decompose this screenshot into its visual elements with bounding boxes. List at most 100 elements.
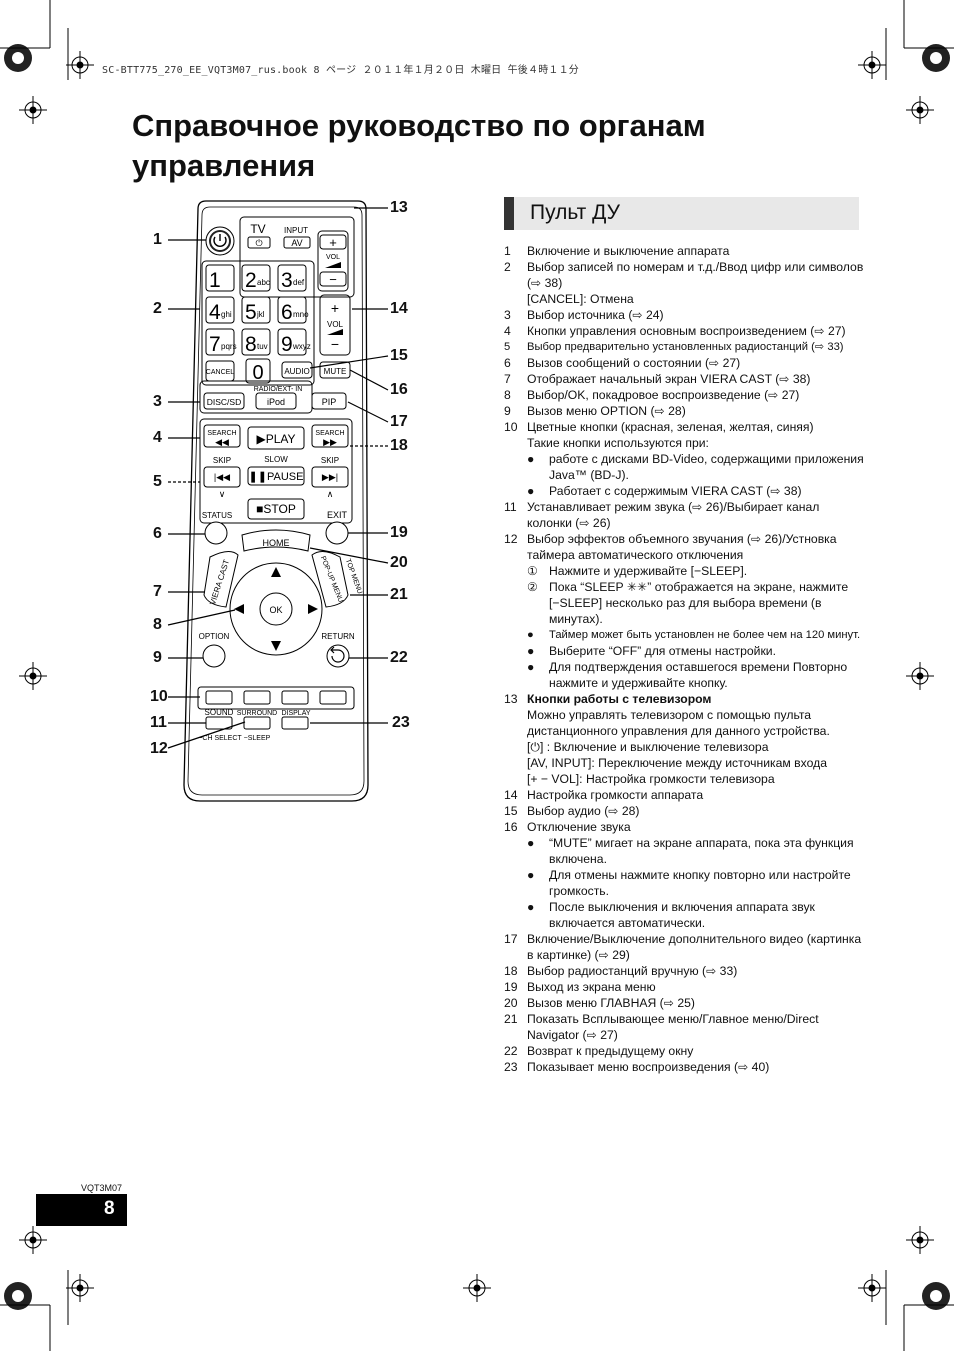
tv-vol-minus-label: − bbox=[329, 272, 337, 287]
callout-1: 1 bbox=[153, 231, 162, 248]
callout-5: 5 bbox=[153, 473, 162, 490]
key-5-digit: 5 bbox=[245, 301, 257, 324]
description-item-line: Отображает начальный экран VIERA CAST (⇨… bbox=[527, 372, 811, 386]
tv-vol-minus-button bbox=[319, 271, 347, 287]
pause-button bbox=[247, 466, 305, 486]
description-sub-item: ●После выключения и включения аппарата з… bbox=[527, 899, 864, 931]
description-item-line: Выбор аудио (⇨ 28) bbox=[527, 804, 640, 818]
description-sub-item: ● “MUTE” мигает на экране аппарата, пока … bbox=[527, 835, 864, 867]
description-item-body: Вызов сообщений о состоянии (⇨ 27) bbox=[527, 355, 864, 371]
file-header-line: SC-BTT775_270_EE_VQT3M07_rus.book 8 ページ … bbox=[102, 65, 579, 76]
description-item-line: [⏻] : Включение и выключение телевизора bbox=[527, 740, 769, 754]
description-item-body: Выбор эффектов объемного звучания (⇨ 26)… bbox=[527, 531, 864, 691]
description-sub-item-text: Пока “SLEEP ✳✳” отображается на экране, … bbox=[549, 580, 849, 626]
key-3-letters: def bbox=[293, 278, 305, 287]
key-3-digit: 3 bbox=[281, 269, 293, 292]
key-1 bbox=[205, 264, 235, 292]
search-forward-button bbox=[311, 424, 349, 448]
power-button bbox=[205, 226, 235, 256]
description-item-line: Можно управлять телевизором с помощью пу… bbox=[527, 708, 830, 738]
viera-cast-button bbox=[203, 551, 239, 608]
page-title: Справочное руководство по органам управл… bbox=[132, 106, 832, 186]
description-sub-item: ●Выберите “OFF” для отмены настройки. bbox=[527, 643, 864, 659]
description-item-body: Выход из экрана меню bbox=[527, 979, 864, 995]
callout-10: 10 bbox=[150, 688, 168, 705]
description-sub-item-text: Для отмены нажмите кнопку повторно или н… bbox=[549, 868, 851, 898]
tv-vol-plus-button bbox=[319, 234, 347, 250]
option-label: OPTION bbox=[199, 632, 230, 641]
corner-crop-mark bbox=[922, 1282, 950, 1310]
description-item-number: 16 bbox=[504, 820, 518, 834]
callout-13: 13 bbox=[390, 199, 408, 216]
description-item-line: Показывает меню воспроизведения (⇨ 40) bbox=[527, 1060, 770, 1074]
corner-crop-mark bbox=[4, 44, 32, 72]
key-9-digit: 9 bbox=[281, 333, 293, 356]
arrow-down-icon bbox=[271, 641, 281, 651]
description-item-number: 9 bbox=[504, 404, 511, 418]
tv-vol-plus-label: + bbox=[329, 235, 337, 250]
description-item-body: Выбор записей по номерам и т.д./Ввод циф… bbox=[527, 259, 864, 307]
callout-17: 17 bbox=[390, 413, 408, 430]
section-header: Пульт ДУ bbox=[504, 197, 859, 230]
stop-button bbox=[247, 498, 305, 520]
mute-label: MUTE bbox=[324, 367, 347, 376]
search-rewind-button bbox=[203, 424, 241, 448]
callout-18: 18 bbox=[390, 437, 408, 454]
registration-mark bbox=[463, 1274, 491, 1302]
pip-button bbox=[311, 392, 347, 410]
display-label: DISPLAY bbox=[281, 710, 310, 717]
section-header-bar bbox=[504, 197, 514, 230]
registration-mark bbox=[19, 1226, 47, 1254]
description-item-number: 22 bbox=[504, 1044, 518, 1058]
bullet-marker: ● bbox=[527, 836, 535, 850]
description-item-body: Выбор источника (⇨ 24) bbox=[527, 307, 864, 323]
pause-label: ❚❚PAUSE bbox=[249, 471, 304, 483]
ch-select-label: −CH SELECT bbox=[198, 735, 242, 742]
surround-button bbox=[243, 716, 271, 730]
status-button bbox=[204, 521, 228, 545]
callout-4: 4 bbox=[153, 429, 162, 446]
description-item-number: 3 bbox=[504, 308, 511, 322]
description-item-body: Кнопки управления основным воспроизведен… bbox=[527, 323, 864, 339]
popup-menu-button bbox=[311, 551, 349, 608]
description-item-number: 8 bbox=[504, 388, 511, 402]
description-item-18: 18 Выбор радиостанций вручную (⇨ 33) bbox=[504, 963, 864, 979]
description-item-body: Выбор/OK, покадровое воспроизведение (⇨ … bbox=[527, 387, 864, 403]
description-item-line: Включение/Выключение дополнительного вид… bbox=[527, 932, 862, 962]
callout-6: 6 bbox=[153, 525, 162, 542]
search-rewind-label: SEARCH bbox=[207, 430, 236, 437]
description-item-body: Выбор аудио (⇨ 28) bbox=[527, 803, 864, 819]
skip-forward-icon: ▶▶| bbox=[322, 472, 338, 482]
description-item-number: 14 bbox=[504, 788, 518, 802]
key-3 bbox=[277, 264, 307, 292]
disc-sd-label: DISC/SD bbox=[207, 397, 241, 407]
description-item-8: 8 Выбор/OK, покадровое воспроизведение (⇨… bbox=[504, 387, 864, 403]
surround-label: SURROUND bbox=[237, 710, 277, 717]
registration-mark bbox=[66, 51, 94, 79]
description-item-line: Выбор источника (⇨ 24) bbox=[527, 308, 664, 322]
description-item-body: Включение и выключение аппарата bbox=[527, 243, 864, 259]
bullet-marker: ● bbox=[527, 868, 535, 882]
ipod-button bbox=[255, 392, 297, 410]
callout-3: 3 bbox=[153, 393, 162, 410]
description-item-body: Включение/Выключение дополнительного вид… bbox=[527, 931, 864, 963]
remote-control-diagram: .ln { stroke:#000; fill:none; } .btn { s… bbox=[183, 200, 369, 802]
key-7-digit: 7 bbox=[209, 333, 221, 356]
callout-16: 16 bbox=[390, 381, 408, 398]
registration-mark bbox=[19, 662, 47, 690]
skip-back-icon: |◀◀ bbox=[214, 472, 230, 482]
registration-mark bbox=[19, 96, 47, 124]
description-item-line: [+ − VOL]: Настройка громкости телевизор… bbox=[527, 772, 775, 786]
bullet-marker: ● bbox=[527, 629, 534, 641]
av-label: AV bbox=[291, 238, 302, 248]
callout-2: 2 bbox=[153, 300, 162, 317]
description-item-number: 18 bbox=[504, 964, 518, 978]
bullet-marker: ① bbox=[527, 564, 538, 578]
description-item-body: Выбор радиостанций вручную (⇨ 33) bbox=[527, 963, 864, 979]
description-sub-item-text: “MUTE” мигает на экране аппарата, пока э… bbox=[549, 836, 854, 866]
description-item-body: Показывает меню воспроизведения (⇨ 40) bbox=[527, 1059, 864, 1075]
